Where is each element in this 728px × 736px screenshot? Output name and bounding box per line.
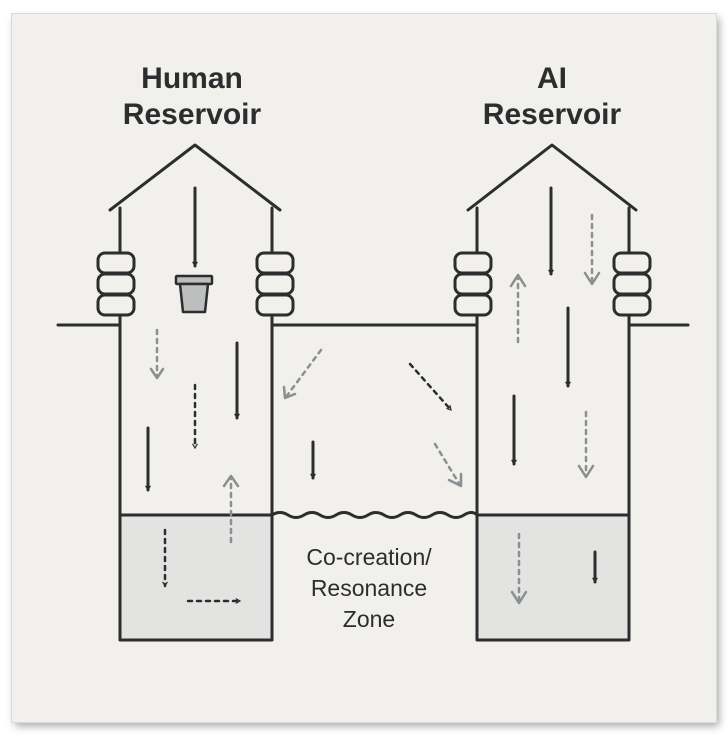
human-reservoir-title: Human Reservoir xyxy=(123,62,262,131)
ai-tower xyxy=(475,206,631,642)
human-tower xyxy=(118,206,274,642)
resonance-zone-label: Co-creation/ Resonance Zone xyxy=(306,544,432,632)
ai-reservoir-title: AI Reservoir xyxy=(483,62,622,131)
human-title-line1: Human xyxy=(141,62,243,95)
human-water xyxy=(120,515,272,640)
ai-roof xyxy=(466,143,638,212)
grey-arrow-zone-2 xyxy=(433,442,462,487)
grey-arrow-zone-1 xyxy=(284,348,323,399)
zone-line2: Resonance xyxy=(311,575,427,601)
bucket-icon xyxy=(174,274,214,314)
zone-line3: Zone xyxy=(343,606,395,632)
human-roof xyxy=(108,143,282,212)
ai-water xyxy=(477,515,629,640)
human-title-line2: Reservoir xyxy=(123,98,262,131)
coil-icon xyxy=(96,251,652,317)
ai-title-line1: AI xyxy=(537,62,567,95)
resonance-wave xyxy=(270,511,479,519)
zone-line1: Co-creation/ xyxy=(306,544,432,570)
ai-title-line2: Reservoir xyxy=(483,98,622,131)
dashed-arrow-zone-1 xyxy=(408,362,453,412)
